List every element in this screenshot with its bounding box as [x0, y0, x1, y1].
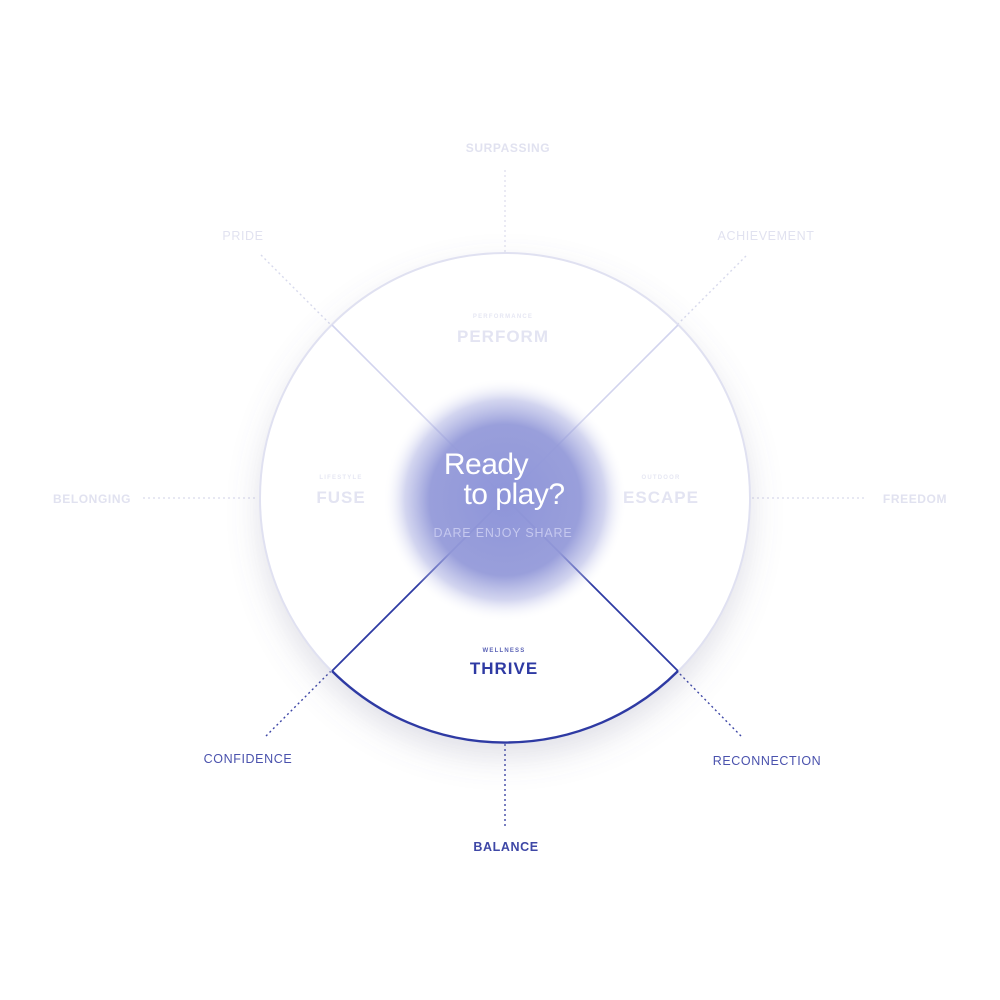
ray-reconnection [677, 671, 742, 737]
outcome-freedom: FREEDOM [883, 492, 947, 506]
center-headline-line1: Ready [444, 448, 529, 481]
outcome-belonging: BELONGING [53, 492, 131, 506]
outcome-balance: BALANCE [473, 840, 538, 854]
center-glow [383, 378, 627, 622]
outcome-achievement: ACHIEVEMENT [718, 229, 815, 243]
escape-name: ESCAPE [623, 488, 699, 507]
thrive-name: THRIVE [470, 659, 538, 678]
center-headline-line2: to play? [463, 478, 564, 511]
outer-rays [143, 170, 866, 826]
outcome-confidence: CONFIDENCE [204, 752, 293, 766]
perform-category: PERFORMANCE [473, 314, 533, 320]
escape-category: OUTDOOR [641, 475, 680, 481]
outcome-surpassing: SURPASSING [466, 141, 550, 155]
outcome-pride: PRIDE [222, 229, 263, 243]
perform-name: PERFORM [457, 327, 549, 346]
thrive-active-arc [331, 670, 679, 744]
center-tagline: DARE ENJOY SHARE [434, 526, 573, 540]
thrive-category: WELLNESS [483, 648, 526, 654]
fuse-name: FUSE [316, 488, 365, 507]
ray-achievement [677, 255, 747, 325]
ray-confidence [265, 669, 333, 737]
fuse-category: LIFESTYLE [319, 475, 362, 481]
ray-pride [260, 254, 333, 327]
outcome-reconnection: RECONNECTION [713, 754, 822, 768]
